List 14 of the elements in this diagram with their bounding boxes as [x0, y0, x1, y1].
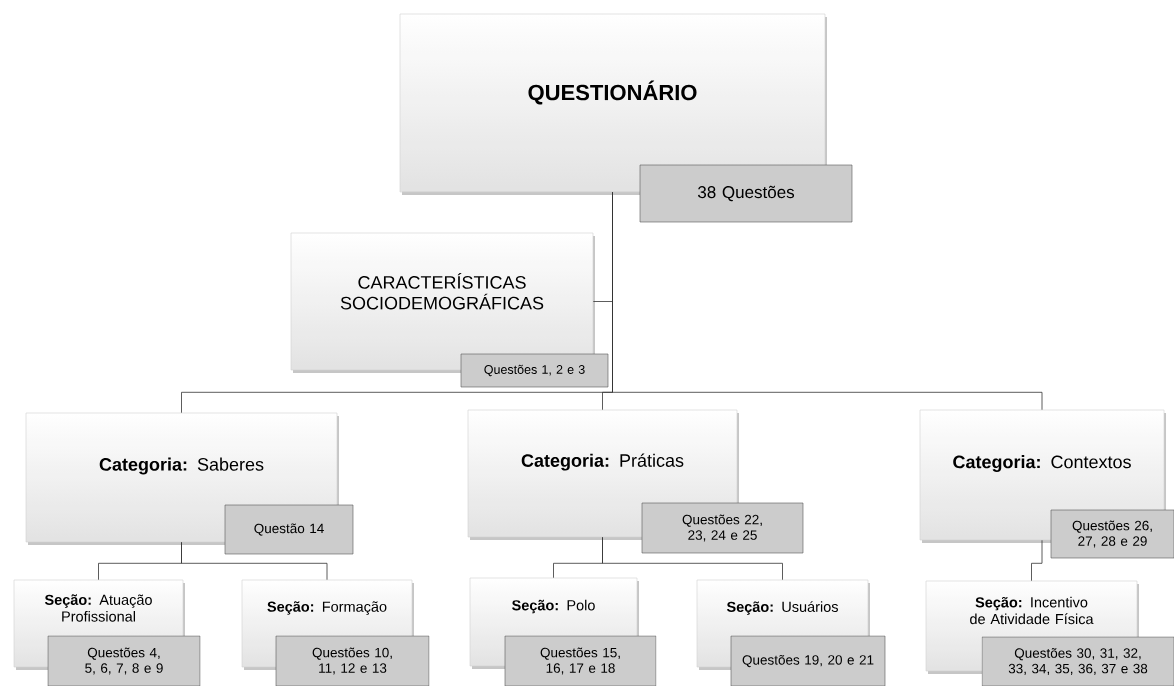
question-count-box: Questões 30, 31, 32, 33, 34, 35, 36, 37 e 38: [981, 636, 1174, 686]
question-count-box: Questões 4, 5, 6, 7, 8 e 9: [47, 635, 201, 686]
question-count-box: Questões 26, 27, 28 e 29: [1050, 509, 1174, 559]
question-count-box: Questões 1, 2 e 3: [460, 353, 609, 388]
question-count-box: Questões 22, 23, 24 e 25: [641, 502, 804, 554]
question-count-box: Questão 14: [224, 504, 354, 555]
question-count-box: 38 Questões: [639, 164, 853, 223]
question-count-box: Questões 19, 20 e 21: [730, 635, 886, 686]
question-count-box: Questões 10, 11, 12 e 13: [275, 635, 430, 686]
connector-line: [602, 536, 783, 581]
question-count-box: Questões 15, 16, 17 e 18: [504, 635, 657, 686]
connector-line: [1031, 539, 1043, 582]
connector-line: [181, 541, 328, 581]
connector-line: [612, 191, 1043, 411]
